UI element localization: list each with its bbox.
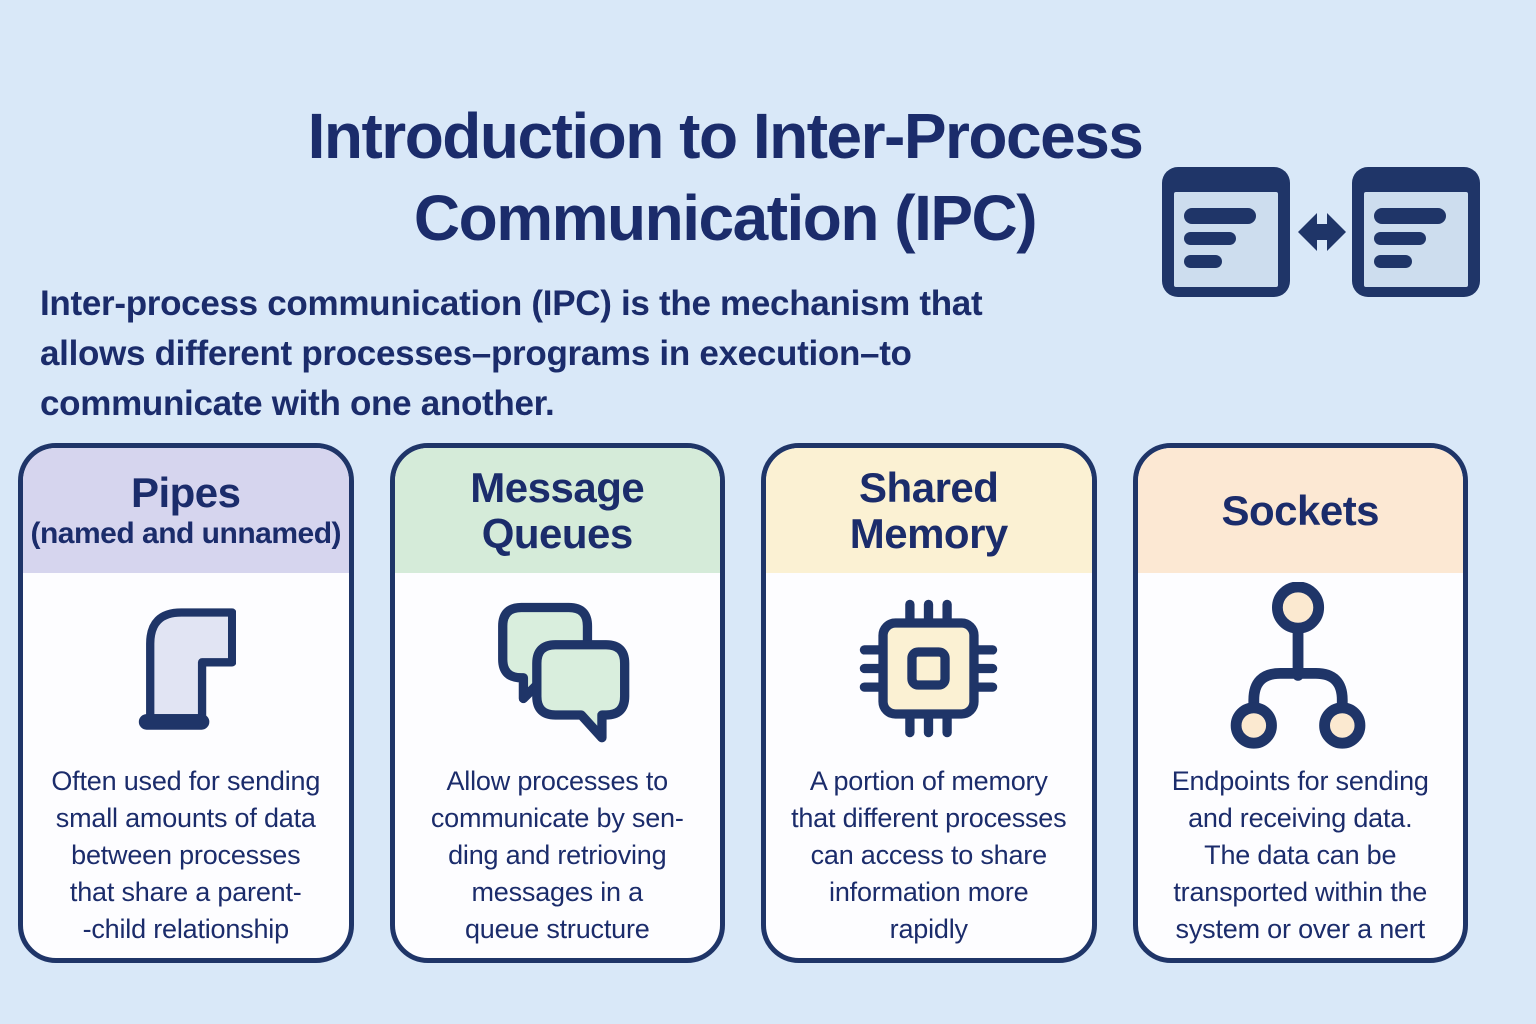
two-process-windows-exchange-icon xyxy=(1162,167,1480,297)
chat-bubbles-icon xyxy=(395,573,721,763)
card-sockets: Sockets Endpoints for sending and receiv… xyxy=(1132,443,1468,963)
card-description-sockets: Endpoints for sending and receiving data… xyxy=(1171,766,1429,944)
card-title-sockets: Sockets xyxy=(1221,486,1380,534)
process-window-right-icon xyxy=(1352,167,1480,297)
card-title-message-queues: Message Queues xyxy=(470,463,645,557)
card-shared-memory: Shared Memory A portion of memory that d… xyxy=(761,443,1097,963)
page-title: Introduction to Inter-Process Communicat… xyxy=(307,99,1144,254)
pipe-elbow-icon xyxy=(23,573,349,763)
card-title-shared-memory: Shared Memory xyxy=(849,463,1009,557)
process-window-left-icon xyxy=(1162,167,1290,297)
card-header-message-queues: Message Queues xyxy=(394,448,720,573)
network-nodes-icon xyxy=(1138,573,1464,763)
card-pipes: Pipes (named and unnamed) Often used for… xyxy=(18,443,354,963)
card-header-sockets: Sockets xyxy=(1137,448,1463,573)
ipc-cards-row: Pipes (named and unnamed) Often used for… xyxy=(18,443,1468,963)
bidirectional-arrow-icon xyxy=(1298,213,1346,251)
intro-paragraph: Inter-process communication (IPC) is the… xyxy=(40,284,983,423)
card-subtitle-pipes: (named and unnamed) xyxy=(30,516,342,550)
card-header-pipes: Pipes (named and unnamed) xyxy=(23,448,349,573)
card-description-pipes: Often used for sending small amounts of … xyxy=(51,766,321,944)
card-title-pipes: Pipes xyxy=(130,468,241,516)
card-description-shared-memory: A portion of memory that different proce… xyxy=(791,766,1067,944)
card-description-message-queues: Allow processes to communicate by sen- d… xyxy=(430,766,684,944)
cpu-chip-icon xyxy=(766,573,1092,763)
card-header-shared-memory: Shared Memory xyxy=(766,448,1092,573)
card-message-queues: Message Queues Allow processes to commun… xyxy=(389,443,725,963)
